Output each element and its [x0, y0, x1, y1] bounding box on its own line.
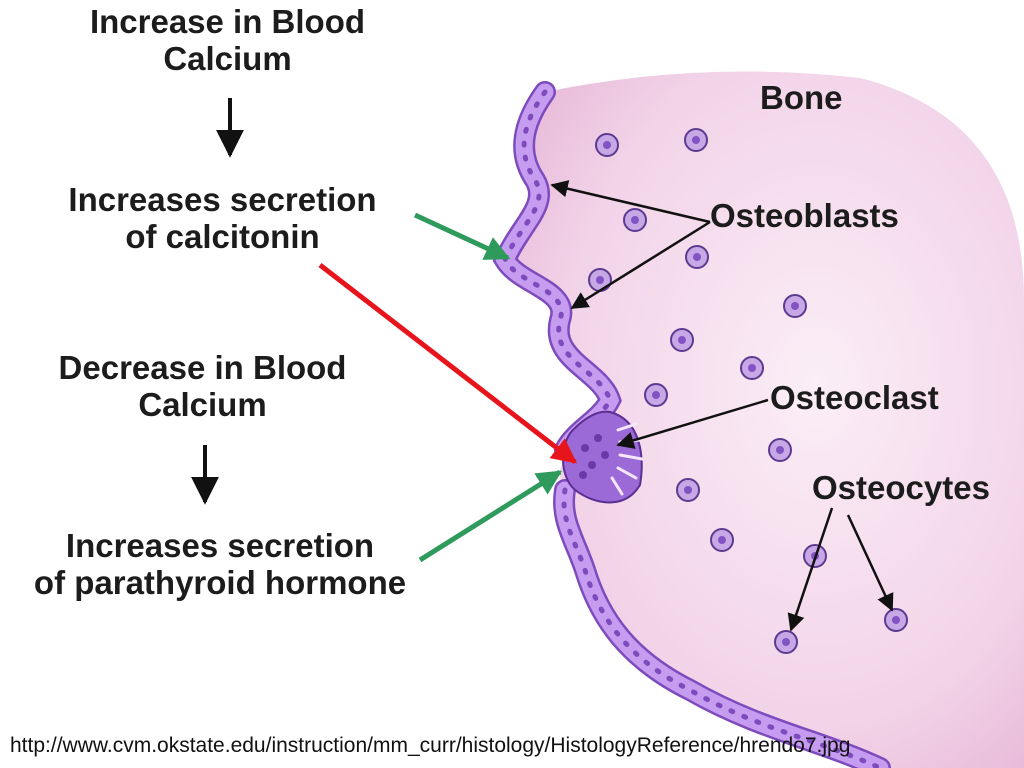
label-line: of parathyroid hormone	[33, 563, 407, 601]
label-line: of calcitonin	[125, 217, 320, 255]
osteoclast-label: Osteoclast	[770, 379, 939, 416]
increases-calcitonin-label: Increases secretion of calcitonin	[30, 181, 415, 256]
green-arrow-icon	[418, 469, 563, 563]
label-line: Calcium	[163, 39, 292, 77]
osteoblasts-pointer	[570, 220, 711, 310]
increases-pth-label: Increases secretion of parathyroid hormo…	[0, 527, 440, 602]
osteocytes-pointer	[787, 507, 834, 632]
osteocytes	[588, 128, 908, 654]
osteoblasts-pointer	[550, 180, 711, 224]
label-line: Increases secretion	[68, 181, 377, 218]
label-line: Increase in Blood	[89, 3, 366, 40]
label-line: Decrease in Blood	[58, 349, 347, 386]
bone-tissue	[505, 71, 1024, 768]
osteocytes-label: Osteocytes	[812, 469, 990, 506]
osteocytes-pointer	[846, 514, 894, 612]
osteoblasts-label: Osteoblasts	[710, 197, 899, 234]
osteoclast-pointer	[616, 398, 769, 449]
increase-blood-calcium-label: Increase in Blood Calcium	[55, 3, 400, 78]
red-arrow-icon	[318, 263, 577, 464]
decrease-blood-calcium-label: Decrease in Blood Calcium	[30, 349, 375, 424]
label-line: Calcium	[138, 385, 267, 423]
source-url: http://www.cvm.okstate.edu/instruction/m…	[10, 734, 851, 757]
green-arrow-icon	[413, 212, 511, 261]
bone-label: Bone	[760, 79, 843, 116]
label-line: Increases secretion	[65, 527, 375, 564]
